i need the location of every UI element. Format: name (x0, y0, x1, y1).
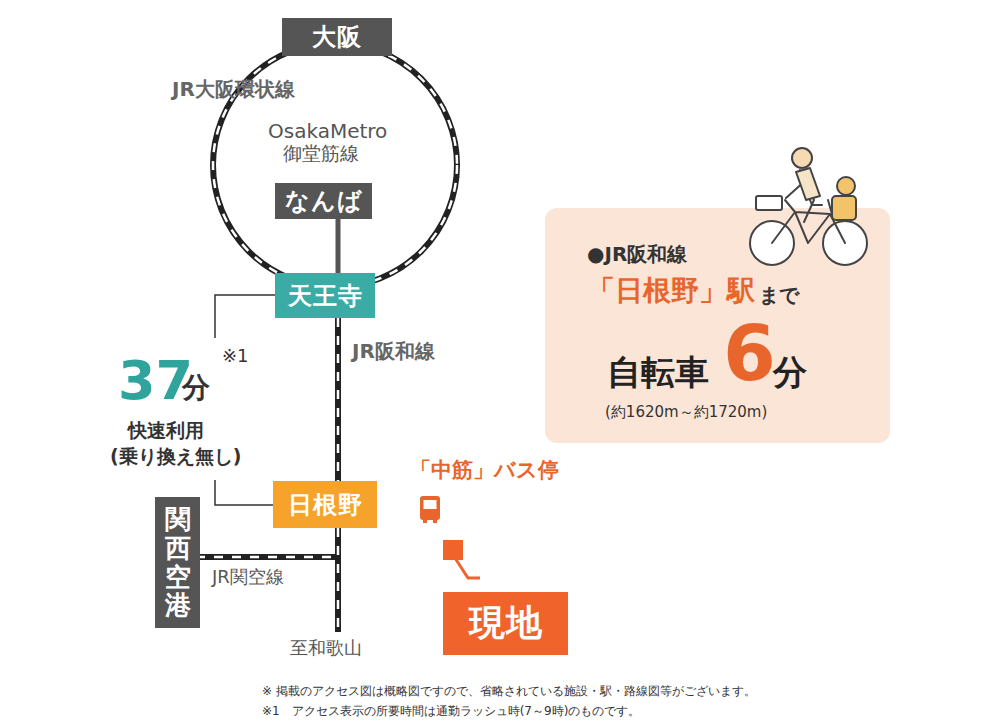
bus-body (420, 496, 440, 520)
loop-line (213, 43, 457, 287)
line-name: OsakaMetro (268, 120, 387, 143)
station-box: なんば (275, 183, 372, 219)
direction-label: 至和歌山 (290, 638, 362, 659)
time-bracket (215, 295, 275, 338)
loop-track-dash (213, 43, 457, 287)
wheel (823, 221, 867, 265)
time-unit: 分 (182, 372, 210, 404)
time-number: 37 (118, 350, 193, 412)
airport-box: 関西空港 (155, 497, 200, 628)
time-note: (乗り換え無し) (110, 446, 241, 468)
rail-track-dash (200, 528, 338, 557)
station-box: 天王寺 (275, 273, 375, 318)
adult-head (792, 148, 812, 168)
mode-text: 自転車 (607, 354, 709, 391)
line-name: JR関空線 (212, 567, 284, 588)
line-name: JR阪和線 (352, 340, 372, 363)
line-name: JR大阪環状線 (172, 78, 192, 101)
child-head (837, 177, 855, 195)
child-seat (832, 196, 856, 220)
footnote: ※1 アクセス表示の所要時間は通勤ラッシュ時(7～9時)のものです。 (262, 705, 640, 719)
marker-square (443, 540, 463, 560)
adult-leg (800, 170, 814, 222)
time-note: 快速利用 (128, 420, 204, 442)
bus-wheel (433, 519, 437, 523)
basket (756, 196, 782, 210)
rail-track-dash (337, 318, 340, 481)
footnote-mark: ※1 (222, 346, 249, 367)
minutes-unit: 分 (773, 354, 807, 391)
rail-track (335, 318, 341, 481)
adult-arm (786, 175, 822, 205)
bus-stop-name: 「中筋」バス停 (410, 458, 559, 482)
metro-track (336, 219, 341, 273)
site-marker (443, 540, 480, 578)
text-suffix: まで (759, 284, 799, 306)
loop-track (213, 43, 457, 287)
station-box: 大阪 (282, 18, 392, 56)
bicycle-panel: ●JR阪和線「日根野」駅まで自転車 6分 (約1620m～約1720m) (545, 208, 890, 443)
bus-wheel (423, 519, 427, 523)
minutes-number: 6 (723, 312, 776, 396)
rail-track (200, 528, 338, 557)
line-name: ●JR阪和線 (587, 243, 687, 265)
rail-line (200, 528, 338, 557)
adult-body (796, 168, 820, 200)
station-name: なんば (285, 185, 363, 217)
station-name: 「日根野」駅 (587, 276, 755, 307)
bus-window (424, 500, 437, 509)
wheel (750, 221, 794, 265)
station-box: 日根野 (273, 481, 377, 528)
station-name: 現地 (469, 599, 543, 648)
footnote: ※ 掲載のアクセス図は概略図ですので、省略されている施設・駅・路線図等がございま… (262, 685, 756, 699)
station-name: 大阪 (312, 21, 362, 53)
bus-icon (420, 496, 440, 523)
distance-note: (約1620m～約1720m) (605, 404, 767, 421)
station-name: 天王寺 (288, 280, 363, 312)
rail-line (338, 318, 339, 481)
station-name: 関西空港 (165, 505, 191, 619)
time-bracket (215, 480, 273, 505)
marker-leader (455, 558, 480, 578)
line-name: 御堂筋線 (283, 143, 359, 165)
station-name: 日根野 (288, 489, 363, 521)
site-box: 現地 (443, 592, 568, 655)
metro-line (338, 219, 339, 273)
frame (772, 200, 845, 243)
bicycle (750, 148, 867, 265)
